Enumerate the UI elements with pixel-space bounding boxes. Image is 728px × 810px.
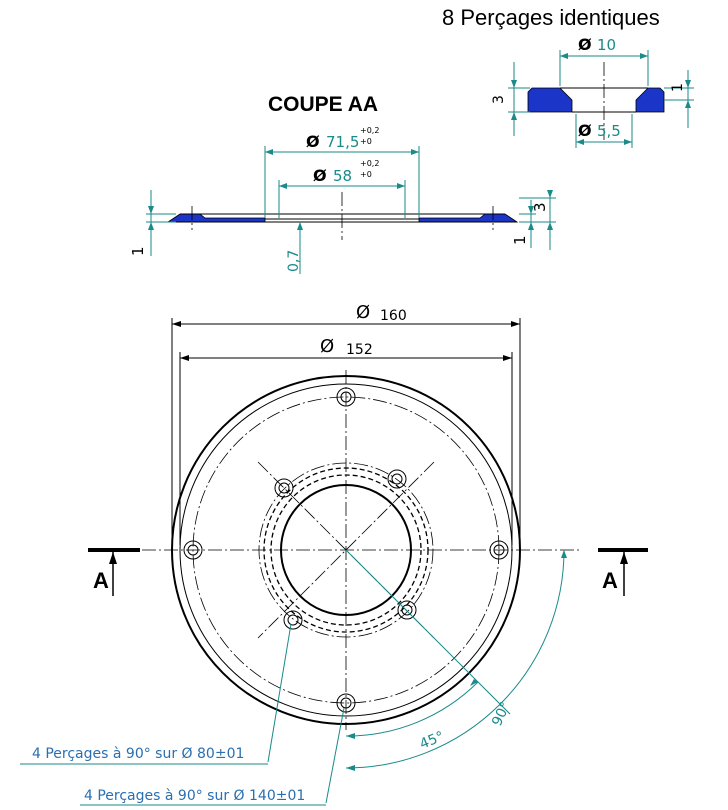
section-marker-left: A xyxy=(88,548,140,596)
outer-recess-label: 71,5 xyxy=(326,133,359,151)
tolerance-lower: +0 xyxy=(360,137,372,146)
section-plate-right xyxy=(418,213,519,223)
tolerance-lower: +0 xyxy=(360,170,372,179)
outer-holes-leader xyxy=(325,707,345,804)
inner-hole-top-left xyxy=(274,478,294,498)
phi-symbol: Ø xyxy=(578,35,592,54)
inner-hole-bottom-right xyxy=(397,600,417,620)
rim-diameter-label: 152 xyxy=(346,342,373,358)
detail-depth-label: 1 xyxy=(670,83,686,92)
phi-symbol: Ø xyxy=(320,336,334,357)
counterbore-diameter-label: 10 xyxy=(597,36,616,54)
recess-depth-label: 0,7 xyxy=(286,250,302,272)
section-plate-left xyxy=(166,213,266,223)
inner-holes-leader xyxy=(267,623,292,763)
outer-hole-right xyxy=(489,540,509,560)
section-right-thickness-label: 1 xyxy=(511,235,529,245)
section-left-thickness-label: 1 xyxy=(129,246,147,256)
detail-section-left xyxy=(527,87,573,113)
section-marker-label: A xyxy=(93,568,109,593)
section-marker-label: A xyxy=(602,568,618,593)
angle-45-arc xyxy=(345,681,479,737)
phi-symbol: Ø xyxy=(356,302,370,323)
outer-hole-top xyxy=(336,387,356,407)
hole-diameter-label: 5,5 xyxy=(597,122,621,140)
angle-90-label: 90° xyxy=(489,699,514,728)
inner-hole-bottom-left xyxy=(283,610,303,630)
plan-view: Ø 160 Ø 152 xyxy=(20,302,648,806)
phi-symbol: Ø xyxy=(578,121,592,140)
outer-hole-bottom xyxy=(336,693,356,713)
section-title: COUPE AA xyxy=(268,93,378,116)
inner-holes-note: 4 Perçages à 90° sur Ø 80±01 xyxy=(32,746,244,762)
phi-symbol: Ø xyxy=(313,166,327,185)
tolerance-upper: +0,2 xyxy=(360,159,379,168)
detail-section-right xyxy=(635,87,665,113)
section-height-label: 3 xyxy=(531,202,549,212)
outer-hole-left xyxy=(183,540,203,560)
angle-45-label: 45° xyxy=(418,729,447,753)
outer-diameter-label: 160 xyxy=(380,308,407,324)
section-view: COUPE AA Ø 71,5 +0,2 +0 Ø 58 +0,2 +0 xyxy=(129,93,556,274)
section-marker-right: A xyxy=(598,548,648,596)
tolerance-upper: +0,2 xyxy=(360,126,379,135)
detail-height-label: 3 xyxy=(491,95,507,104)
outer-holes-note: 4 Perçages à 90° sur Ø 140±01 xyxy=(84,788,305,804)
phi-symbol: Ø xyxy=(306,132,320,151)
diagonal-centerline xyxy=(257,461,435,639)
inner-hole-top-right xyxy=(387,469,407,489)
hole-detail-view: Ø 10 Ø 5,5 3 1 xyxy=(491,35,694,148)
holes-note: 8 Perçages identiques xyxy=(442,5,660,30)
inner-recess-label: 58 xyxy=(333,167,352,185)
